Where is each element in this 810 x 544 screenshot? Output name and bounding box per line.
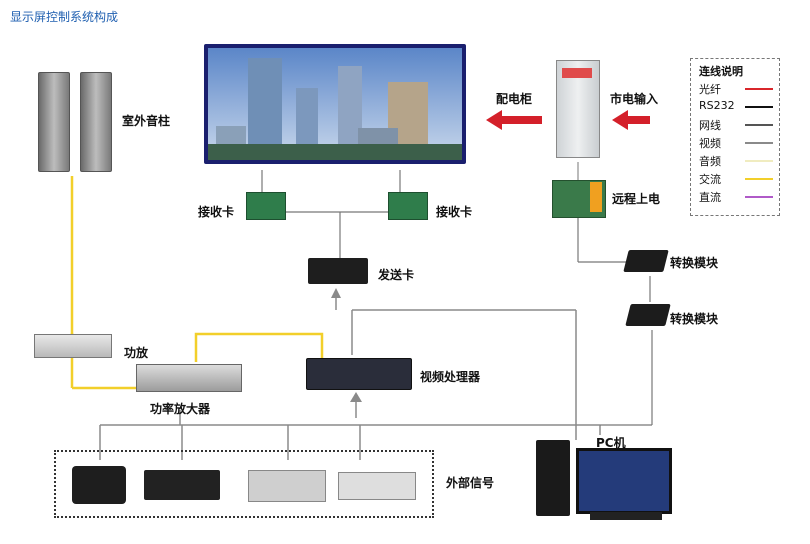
sender-card: [308, 258, 368, 284]
arrow-up-processor: [350, 392, 362, 402]
receiver-card-right: [388, 192, 428, 220]
outdoor-speaker-right: [80, 72, 112, 172]
remote-power-label: 远程上电: [612, 192, 661, 206]
pc-keyboard: [590, 512, 662, 520]
legend-network-label: 网线: [699, 119, 721, 132]
legend-dc-label: 直流: [699, 191, 721, 204]
legend-video-label: 视频: [699, 137, 721, 150]
legend-ac-line: [745, 178, 773, 180]
external-signal-group: [54, 450, 434, 518]
outdoor-speaker-label: 室外音柱: [122, 114, 171, 128]
amplifier-label: 功放: [124, 346, 149, 360]
legend-rs232-label: RS232: [699, 99, 735, 112]
power-amplifier-label: 功率放大器: [150, 402, 211, 416]
arrow-up-sender: [331, 288, 341, 298]
cabinet-indicators: [562, 68, 592, 78]
remote-power-relays: [590, 182, 602, 212]
legend-fiber-label: 光纤: [699, 83, 721, 96]
external-signal-label: 外部信号: [446, 476, 495, 490]
pc-tower: [536, 440, 570, 516]
mains-input-label: 市电输入: [610, 92, 659, 106]
pc-monitor: [576, 448, 672, 514]
power-amplifier: [136, 364, 242, 392]
legend-video-line: [745, 142, 773, 144]
legend-ac-label: 交流: [699, 173, 721, 186]
legend-rs232-line: [745, 106, 773, 108]
legend-audio-line: [745, 160, 773, 162]
converter-module-2: [625, 304, 671, 326]
camera-device: [72, 466, 126, 504]
outdoor-speaker-left: [38, 72, 70, 172]
dvd-player-device: [338, 472, 416, 500]
sender-card-label: 发送卡: [378, 268, 415, 282]
city-skyline-image: [208, 48, 462, 160]
legend-dc-line: [745, 196, 773, 198]
amplifier: [34, 334, 112, 358]
led-display-screen: [204, 44, 466, 164]
legend-audio-label: 音频: [699, 155, 721, 168]
pc-label: PC机: [596, 436, 626, 450]
converter-module-2-label: 转换模块: [670, 312, 719, 326]
wiring-legend: 连线说明 光纤 RS232 网线 视频 音频 交流 直流: [690, 58, 780, 216]
converter-module-1: [623, 250, 669, 272]
receiver-card-left: [246, 192, 286, 220]
video-processor: [306, 358, 412, 390]
diagram-title: 显示屏控制系统构成: [10, 10, 119, 24]
legend-network-line: [745, 124, 773, 126]
converter-module-1-label: 转换模块: [670, 256, 719, 270]
receiver-card-left-label: 接收卡: [198, 205, 235, 219]
legend-title: 连线说明: [699, 65, 743, 78]
set-top-box-device: [144, 470, 220, 500]
legend-fiber-line: [745, 88, 773, 90]
video-lines: [99, 290, 601, 460]
distribution-cabinet-label: 配电柜: [496, 92, 533, 106]
video-processor-label: 视频处理器: [420, 370, 481, 384]
receiver-device: [248, 470, 326, 502]
red-arrows: [486, 110, 650, 130]
receiver-card-right-label: 接收卡: [436, 205, 473, 219]
